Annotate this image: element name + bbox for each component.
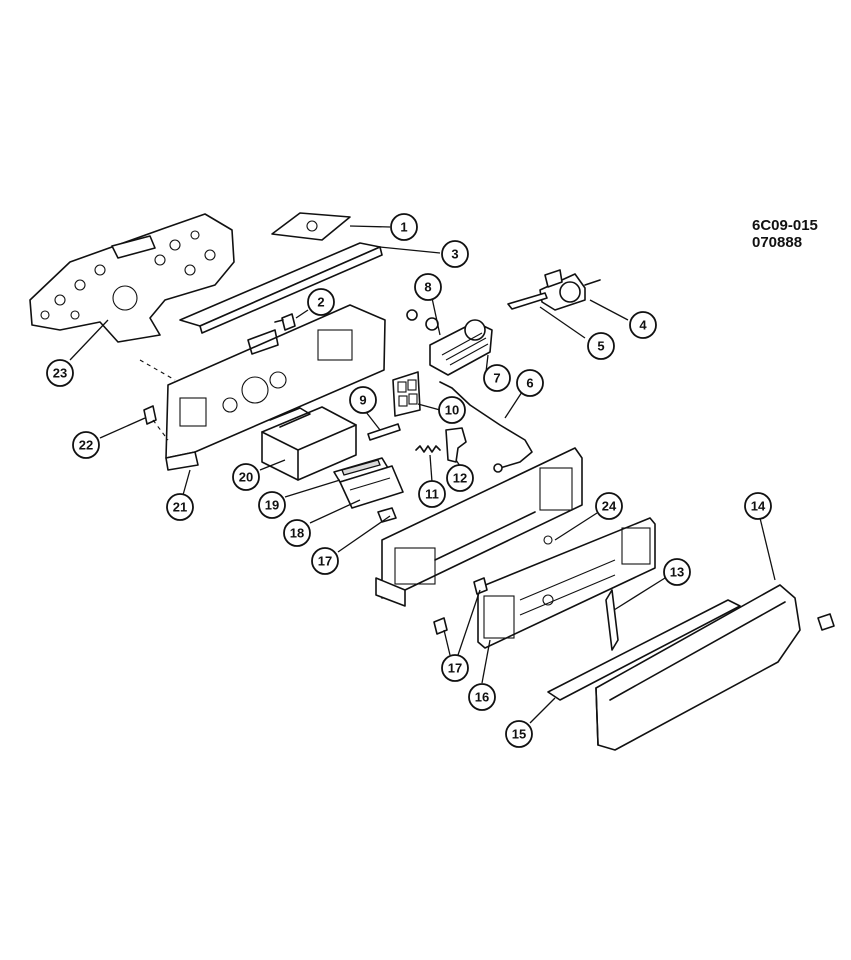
part-pad [392, 371, 421, 417]
part-lens [339, 465, 404, 509]
callout-15-label: 15 [512, 727, 526, 742]
part-screw-17a [377, 507, 397, 523]
part-plate [271, 212, 351, 241]
callout-10: 10 [438, 396, 466, 424]
callout-23-label: 23 [53, 366, 67, 381]
callout-3-label: 3 [451, 247, 458, 262]
callout-7-label: 7 [493, 371, 500, 386]
callout-18-label: 18 [290, 526, 304, 541]
callout-8: 8 [414, 273, 442, 301]
part-mounting-bracket [29, 213, 235, 343]
callout-5-label: 5 [597, 339, 604, 354]
callout-12: 12 [446, 464, 474, 492]
callout-19: 19 [258, 491, 286, 519]
part-control-panel [477, 517, 656, 649]
callout-14-label: 14 [751, 499, 766, 514]
reference-code: 6C09-015 [752, 217, 818, 234]
part-frame [375, 447, 583, 607]
part-bezel [595, 584, 801, 751]
callout-5: 5 [587, 332, 615, 360]
callout-17-label: 17 [448, 661, 462, 676]
part-spring [415, 445, 441, 453]
reference-label: 6C09-015 070888 [752, 217, 818, 251]
callout-19-label: 19 [265, 498, 279, 513]
callout-21: 21 [166, 493, 194, 521]
callout-24-label: 24 [602, 499, 617, 514]
callout-18: 18 [283, 519, 311, 547]
callout-10-label: 10 [445, 403, 459, 418]
callout-17-label: 17 [318, 554, 332, 569]
callout-20: 20 [232, 463, 260, 491]
callout-24: 24 [595, 492, 623, 520]
callout-16: 16 [468, 683, 496, 711]
callout-6-label: 6 [526, 376, 533, 391]
part-cable [439, 381, 533, 473]
callout-11-label: 11 [425, 487, 439, 502]
callout-23: 23 [46, 359, 74, 387]
part-fastener-2 [274, 313, 296, 331]
part-rod [507, 292, 548, 310]
callout-22: 22 [72, 431, 100, 459]
callout-8-label: 8 [424, 280, 431, 295]
callout-13-label: 13 [670, 565, 684, 580]
callout-17-screw-panel: 17 [441, 654, 469, 682]
callout-9-label: 9 [359, 393, 366, 408]
callout-21-label: 21 [173, 500, 187, 515]
callout-12-label: 12 [453, 471, 467, 486]
callout-13: 13 [663, 558, 691, 586]
part-housing [165, 304, 386, 471]
callout-1-label: 1 [400, 220, 407, 235]
callout-11: 11 [418, 480, 446, 508]
callout-6: 6 [516, 369, 544, 397]
part-vacuum-actuator [539, 269, 601, 311]
callout-9: 9 [349, 386, 377, 414]
callout-2-label: 2 [317, 295, 324, 310]
callout-14: 14 [744, 492, 772, 520]
callout-3: 3 [441, 240, 469, 268]
part-actuator [429, 319, 493, 376]
callout-4: 4 [629, 311, 657, 339]
callout-7: 7 [483, 364, 511, 392]
part-screw-17c [473, 577, 488, 595]
callout-16-label: 16 [475, 690, 489, 705]
part-clip [445, 427, 467, 463]
part-lever [605, 589, 619, 651]
part-screw-17b [433, 617, 448, 635]
reference-date: 070888 [752, 234, 803, 251]
part-pin [367, 423, 401, 441]
callout-4-label: 4 [639, 318, 647, 333]
part-screw-22 [143, 405, 169, 441]
callout-20-label: 20 [239, 470, 253, 485]
part-trim-bar [547, 599, 741, 701]
callout-15: 15 [505, 720, 533, 748]
part-screw-8 [406, 309, 439, 331]
part-screw-14 [817, 613, 835, 631]
part-module [261, 406, 357, 481]
callout-1: 1 [390, 213, 418, 241]
callout-17-screw-lens: 17 [311, 547, 339, 575]
callout-22-label: 22 [79, 438, 93, 453]
callout-2: 2 [307, 288, 335, 316]
